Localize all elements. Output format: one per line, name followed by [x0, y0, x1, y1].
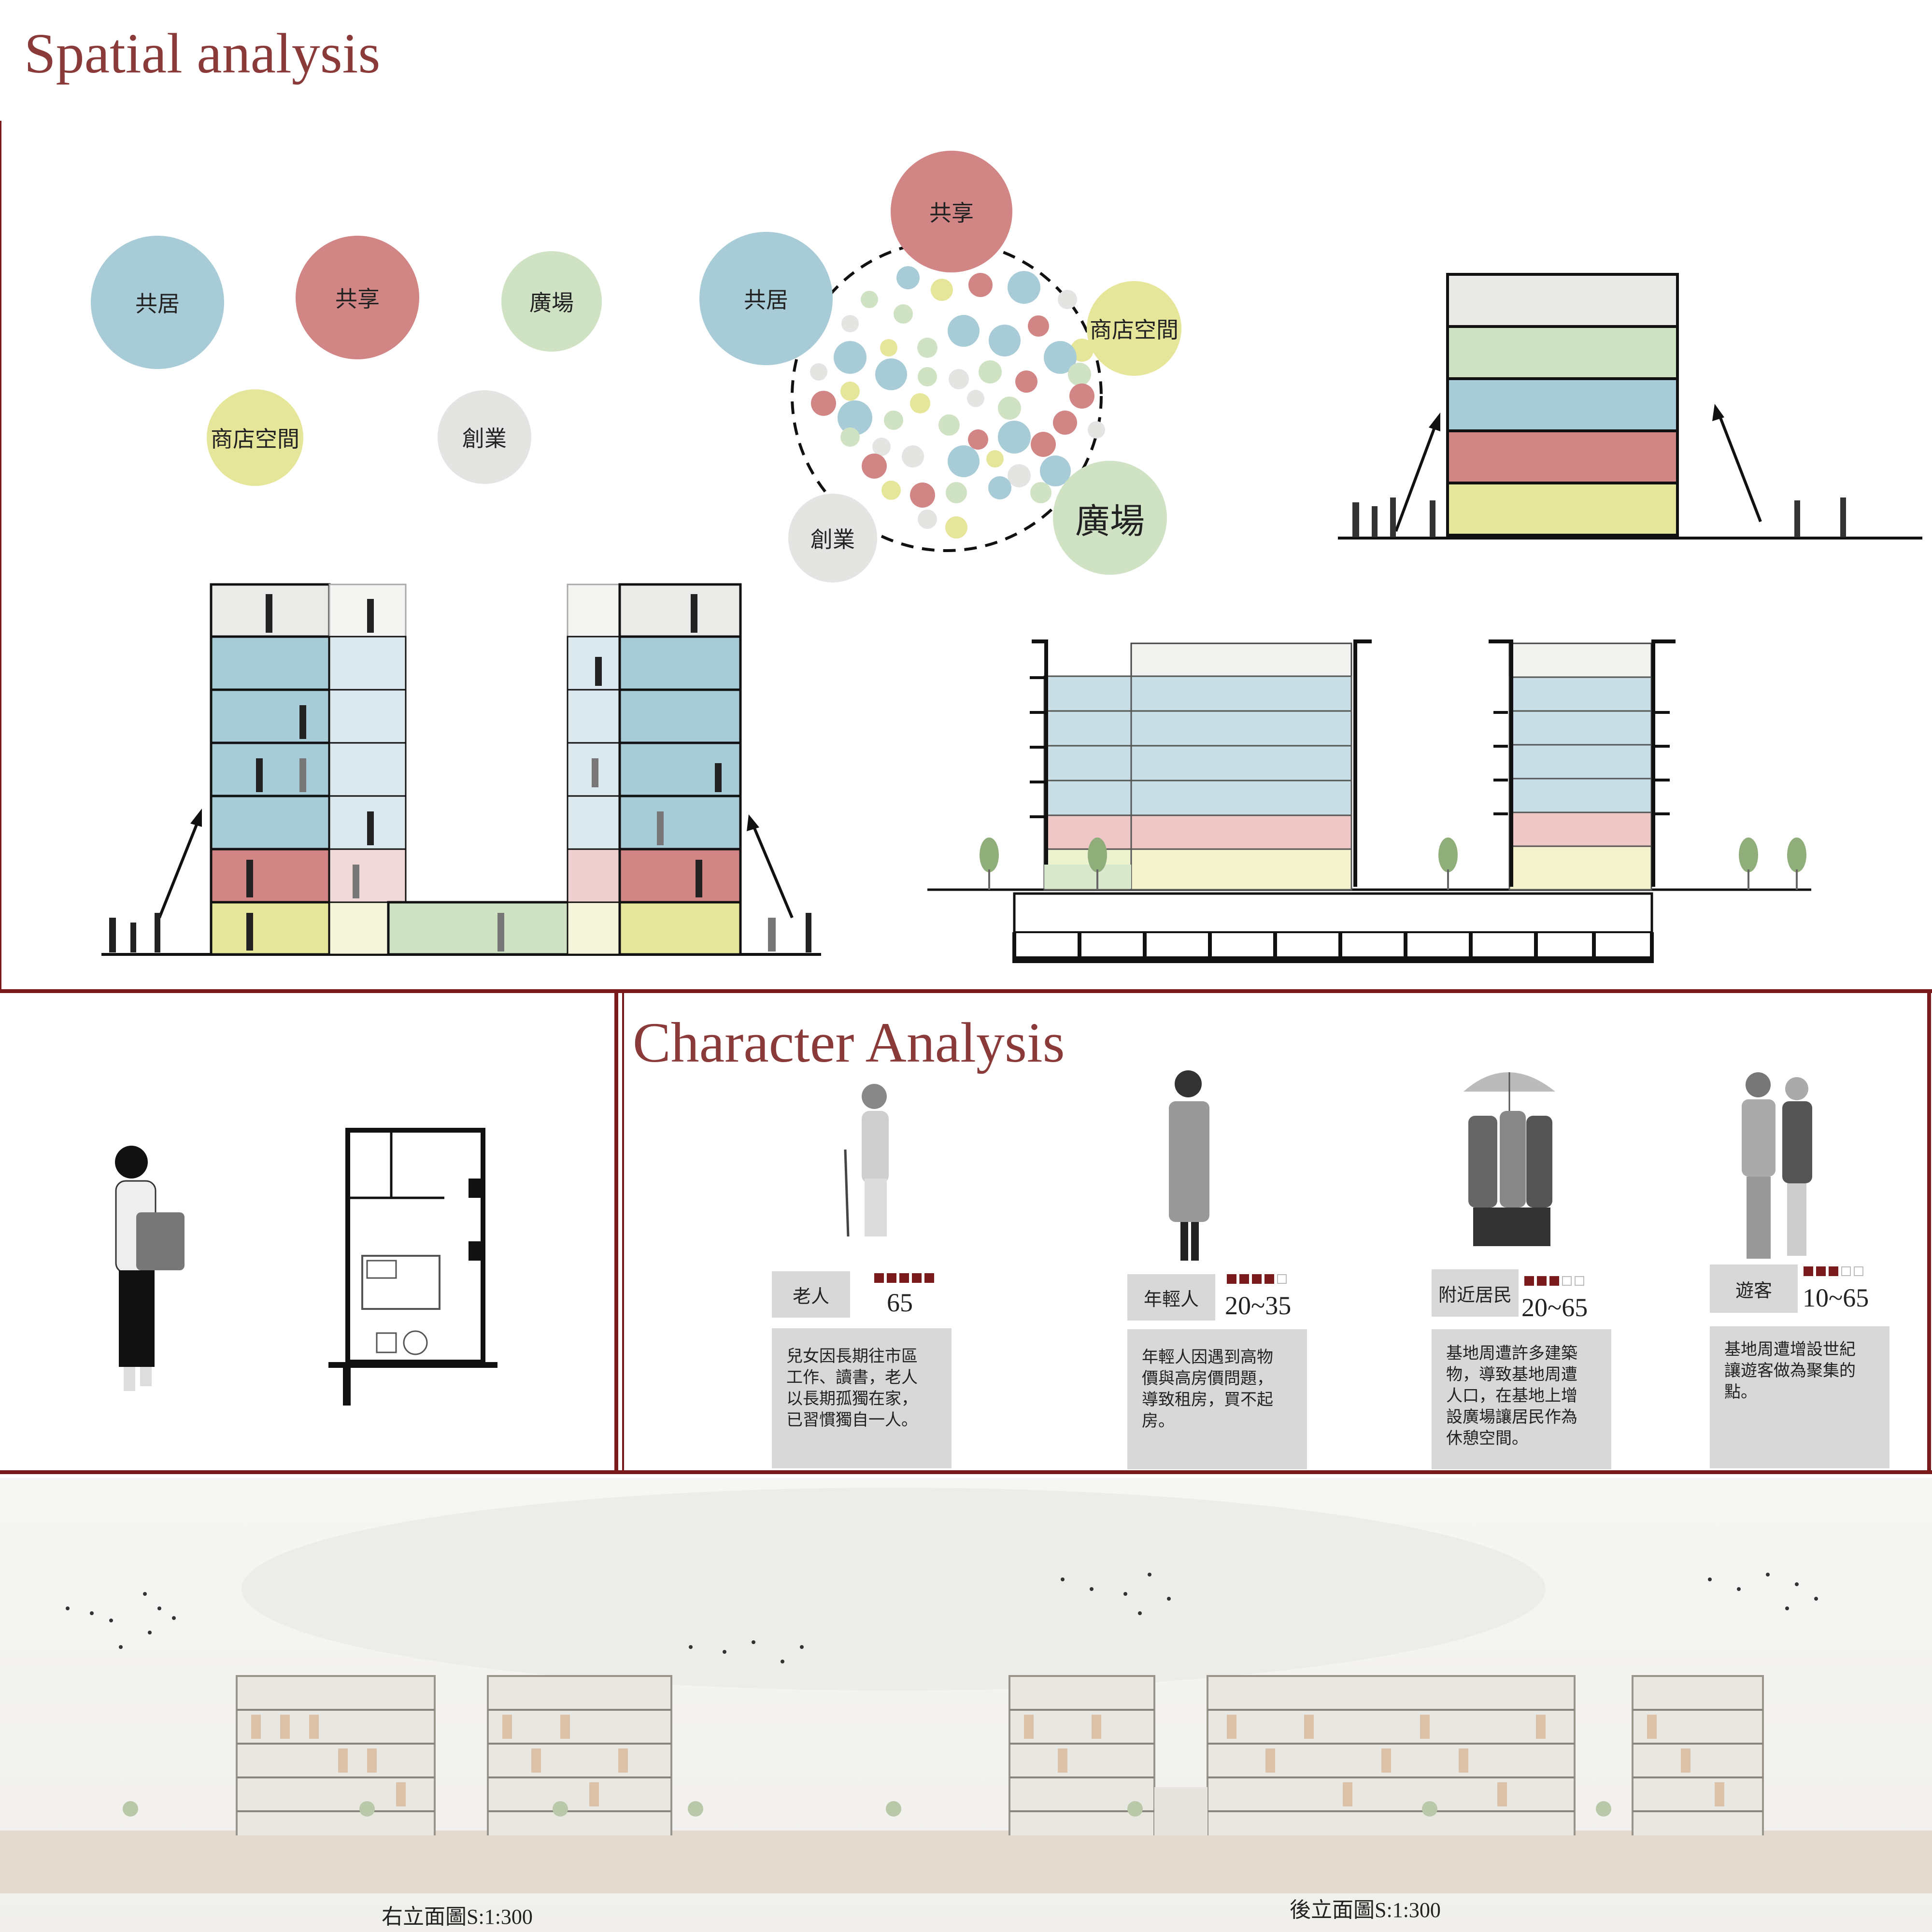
rating-dot	[1537, 1276, 1547, 1286]
description-line: 房。	[1142, 1411, 1175, 1431]
rating-dot	[912, 1273, 922, 1283]
panel-left-border	[0, 121, 1, 990]
rating-dot	[1277, 1274, 1287, 1284]
middle-frame-top-line	[0, 989, 1932, 993]
description-line: 點。	[1724, 1382, 1757, 1402]
cluster-bubble-plaza: 廣場	[1053, 461, 1167, 575]
rating-dot	[899, 1273, 909, 1283]
portrait-tourists	[1742, 1072, 1812, 1259]
rating-dot	[1252, 1274, 1262, 1284]
middle-frame-divider-inner	[622, 993, 624, 1470]
age-elderly: 65	[887, 1288, 913, 1317]
description-line: 工作、讀書，老人	[786, 1368, 918, 1387]
rating-dot	[1804, 1266, 1813, 1276]
description-elderly: 兒女因長期往市區 工作、讀書，老人 以長期孤獨在家， 已習慣獨自一人。	[772, 1328, 952, 1468]
middle-frame-divider	[614, 989, 618, 1474]
portrait-elderly	[844, 1084, 889, 1237]
building-section-left	[101, 583, 821, 956]
cluster-diagram	[791, 240, 1105, 552]
elevation-mist	[242, 1488, 1546, 1690]
rating-dot	[1264, 1274, 1274, 1284]
cluster-dots	[810, 266, 1105, 539]
rating-dot	[1829, 1266, 1838, 1276]
bubble-plaza: 廣場	[501, 251, 602, 352]
right-elevation-caption: 右立面圖S:1:300	[382, 1905, 533, 1929]
cluster-bubble-cohabit: 共居	[699, 232, 833, 365]
age-residents: 20~65	[1521, 1293, 1588, 1322]
cluster-bubble-shop: 商店空間	[1087, 281, 1181, 376]
rating-dot	[1575, 1276, 1584, 1286]
cluster-bubble-startup: 創業	[788, 494, 877, 582]
description-line: 兒女因長期往市區	[786, 1347, 918, 1366]
character-analysis-title: Character Analysis	[633, 1011, 1065, 1074]
building-section-right	[927, 639, 1811, 963]
rating-dot	[1227, 1274, 1236, 1284]
rating-residents	[1524, 1276, 1584, 1286]
rating-dot	[1562, 1276, 1572, 1286]
bubble-cohabit: 共居	[91, 236, 224, 369]
description-residents: 基地周遭許多建築 物，導致基地周遭 人口，在基地上增 設廣場讓居民作為 休憩空間…	[1432, 1329, 1611, 1469]
elevation-drawings	[66, 1573, 1818, 1835]
rating-dot	[874, 1273, 884, 1283]
rating-dot	[1854, 1266, 1863, 1276]
description-line: 已習慣獨自一人。	[786, 1410, 918, 1430]
description-line: 物，導致基地周遭	[1446, 1365, 1577, 1384]
character-name-tourists: 遊客	[1710, 1264, 1798, 1313]
description-young-adult: 年輕人因遇到高物 價與高房價問題， 導致租房，買不起 房。	[1127, 1329, 1307, 1469]
description-line: 價與高房價問題，	[1142, 1369, 1273, 1388]
cluster-bubble-share: 共享	[891, 151, 1012, 272]
portrait-young-adult	[1169, 1070, 1209, 1261]
rating-dot	[1816, 1266, 1826, 1276]
rating-elderly	[874, 1273, 934, 1283]
bubble-startup: 創業	[438, 390, 531, 484]
description-line: 讓遊客做為聚集的	[1724, 1361, 1856, 1380]
rating-dot	[924, 1273, 934, 1283]
unit-floor-plan	[328, 1128, 497, 1406]
description-line: 以長期孤獨在家，	[786, 1389, 918, 1408]
middle-frame-right-line	[1927, 989, 1931, 1474]
description-line: 設廣場讓居民作為	[1446, 1407, 1577, 1427]
description-line: 休憩空間。	[1446, 1429, 1528, 1448]
description-line: 導致租房，買不起	[1142, 1390, 1273, 1409]
description-line: 基地周遭增設世紀	[1724, 1340, 1856, 1359]
rating-dot	[887, 1273, 896, 1283]
rating-dot	[1239, 1274, 1249, 1284]
rating-dot	[1841, 1266, 1851, 1276]
description-line: 人口，在基地上增	[1446, 1386, 1577, 1406]
stacked-program-block	[1338, 273, 1922, 540]
rating-dot	[1524, 1276, 1534, 1286]
portrait-residents	[1463, 1072, 1555, 1246]
spatial-analysis-title: Spatial analysis	[24, 22, 381, 85]
rating-dot	[1549, 1276, 1559, 1286]
character-name-elderly: 老人	[772, 1271, 850, 1318]
character-name-residents: 附近居民	[1432, 1269, 1519, 1317]
description-tourists: 基地周遭增設世紀 讓遊客做為聚集的 點。	[1710, 1326, 1889, 1468]
ground-band	[0, 1831, 1932, 1893]
rating-young-adult	[1227, 1274, 1287, 1284]
middle-frame-bottom-line	[0, 1470, 1932, 1474]
description-line: 年輕人因遇到高物	[1142, 1348, 1273, 1367]
bubble-share: 共享	[296, 236, 419, 359]
age-young-adult: 20~35	[1225, 1291, 1292, 1320]
age-tourists: 10~65	[1803, 1283, 1869, 1312]
walking-man-illustration	[115, 1146, 185, 1391]
character-name-young-adult: 年輕人	[1127, 1274, 1215, 1321]
rear-elevation-caption: 後立面圖S:1:300	[1290, 1898, 1441, 1922]
rating-tourists	[1804, 1266, 1863, 1276]
description-line: 基地周遭許多建築	[1446, 1344, 1577, 1363]
bubble-shop: 商店空間	[207, 389, 303, 486]
